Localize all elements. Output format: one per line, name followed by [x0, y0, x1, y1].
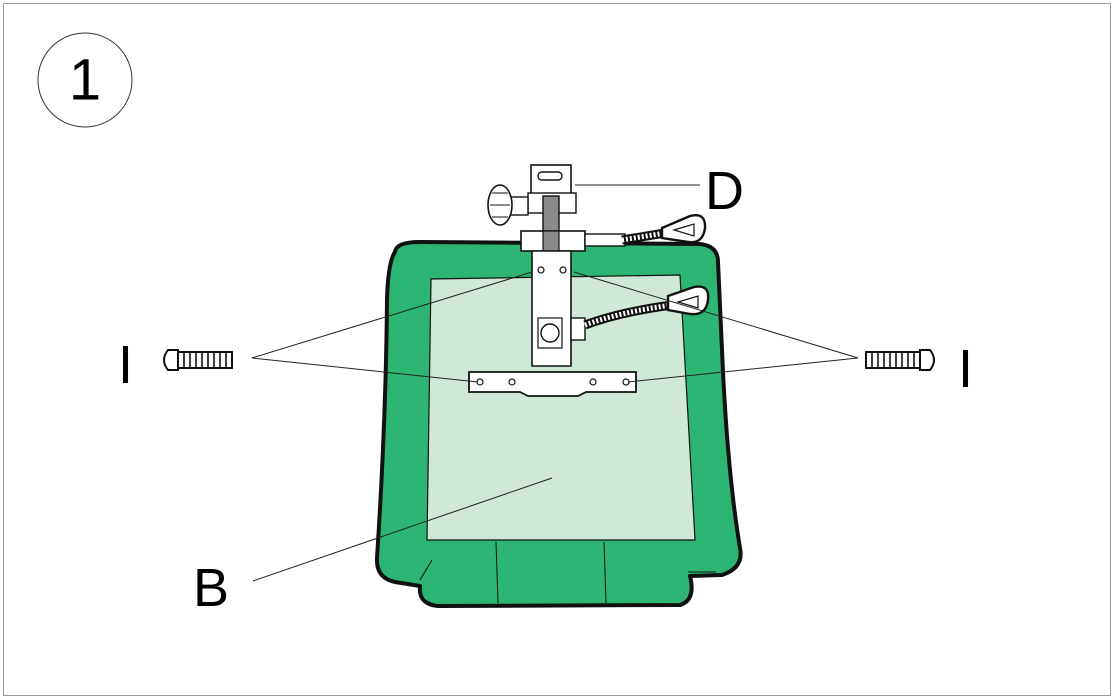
- screw-hole: [508, 378, 516, 386]
- lower-cable: [570, 285, 710, 341]
- screw-head: [919, 349, 935, 371]
- seam-line: [495, 541, 499, 604]
- seam-line: [603, 541, 607, 604]
- screw-hole: [559, 266, 567, 274]
- plate-hole: [540, 323, 560, 343]
- leader-lines: [251, 184, 859, 582]
- label-screw-left: I: [118, 335, 133, 395]
- leader-line-left-upper: [251, 271, 533, 359]
- cable-sleeve: [584, 233, 626, 247]
- screw-shaft: [865, 351, 921, 369]
- seam-line: [419, 559, 433, 581]
- screw-hole: [537, 266, 545, 274]
- mount-bracket: [468, 164, 637, 397]
- clamp-block: [530, 164, 572, 198]
- leader-line-right-lower: [627, 357, 859, 383]
- label-screw-right: I: [958, 339, 973, 399]
- leader-line-b: [252, 477, 553, 582]
- pull-tab-inner: [671, 223, 695, 237]
- label-mount-bracket: D: [705, 161, 744, 221]
- step-badge: 1: [37, 32, 133, 128]
- clamp-slot: [537, 171, 563, 181]
- screw-hole: [589, 378, 597, 386]
- cable-spring-coils: [584, 302, 673, 328]
- screw-head: [163, 349, 179, 371]
- screw-left: [163, 349, 233, 371]
- upper-cable: [584, 214, 707, 247]
- screw-shaft: [177, 351, 233, 369]
- leader-line-right-upper: [573, 271, 859, 359]
- cable-sleeve: [570, 317, 586, 341]
- seat-back: [374, 240, 743, 608]
- screw-thread: [183, 352, 227, 368]
- leader-line-left-lower: [251, 357, 479, 383]
- screw-thread: [871, 352, 915, 368]
- screw-right: [865, 349, 935, 371]
- diagram-frame: [3, 3, 1111, 696]
- label-seat-back: B: [193, 558, 229, 618]
- cable-spring-coils: [621, 230, 666, 243]
- step-badge-circle: [37, 32, 133, 128]
- seat-board: [426, 274, 696, 541]
- pull-tab-inner: [675, 295, 699, 309]
- step-number: 1: [69, 48, 101, 113]
- bracket-upright-overlap: [542, 230, 560, 252]
- bracket-crossbar: [468, 371, 637, 397]
